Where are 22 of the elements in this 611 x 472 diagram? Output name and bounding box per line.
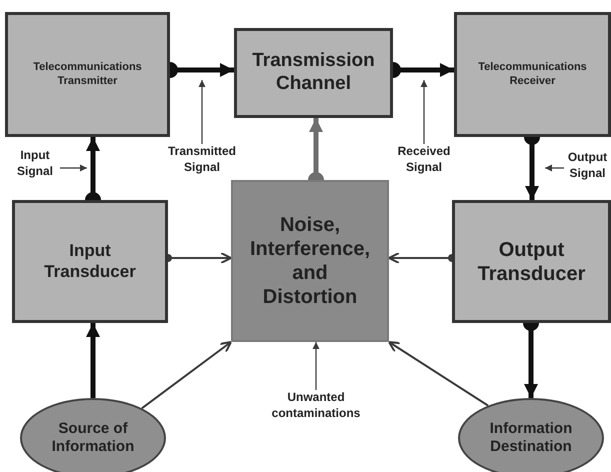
arrow <box>388 341 489 406</box>
node-text: Source of Information <box>50 420 136 456</box>
process-box <box>454 12 611 137</box>
process-box <box>452 200 611 323</box>
arrow <box>198 80 206 144</box>
process-box <box>5 12 170 137</box>
arrow <box>60 164 87 172</box>
node-text: Input Transducer <box>43 241 137 282</box>
node-text: Information Destination <box>488 420 574 456</box>
arrow <box>141 341 232 410</box>
arrow <box>312 342 320 390</box>
process-box <box>12 200 168 323</box>
node-text: Telecommunications Transmitter <box>32 61 143 88</box>
arrow <box>545 164 564 172</box>
node-text: Transmission Channel <box>251 50 376 96</box>
node-text: Telecommunications Receiver <box>477 61 588 88</box>
node-text: Output Transducer <box>476 238 586 286</box>
node-text: Noise, Interference, and Distortion <box>248 213 372 309</box>
arrow <box>86 323 100 398</box>
process-box <box>234 28 393 118</box>
process-box <box>231 180 389 342</box>
arrow <box>420 80 428 144</box>
